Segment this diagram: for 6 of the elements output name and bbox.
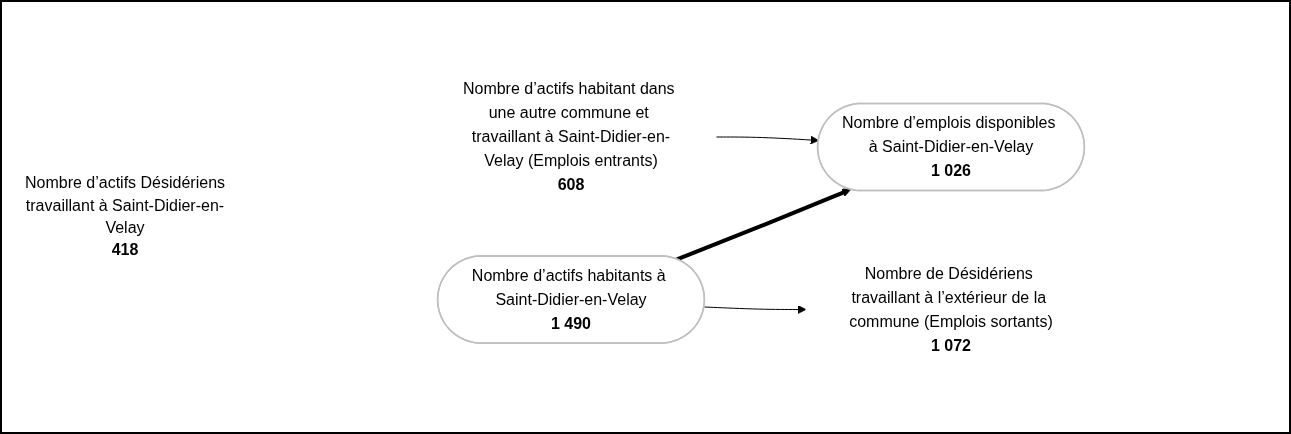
node-text: Nombre de Désidériens travaillant à l’extérieur de la commune (Emplois sortants) 1 072 — [848, 264, 1053, 354]
count-value: 418 — [110, 240, 140, 261]
arrow — [703, 304, 806, 314]
arrow — [675, 188, 851, 261]
note-text: Nombre d’actifs Désidériens travaillant à Saint-Didier-en-Velay — [23, 173, 227, 238]
node-text: Nombre d’actifs habitant dans une autre commune et travaillant à Saint-Didier-en-Velay (Emplois entrants) 608 — [462, 79, 675, 193]
